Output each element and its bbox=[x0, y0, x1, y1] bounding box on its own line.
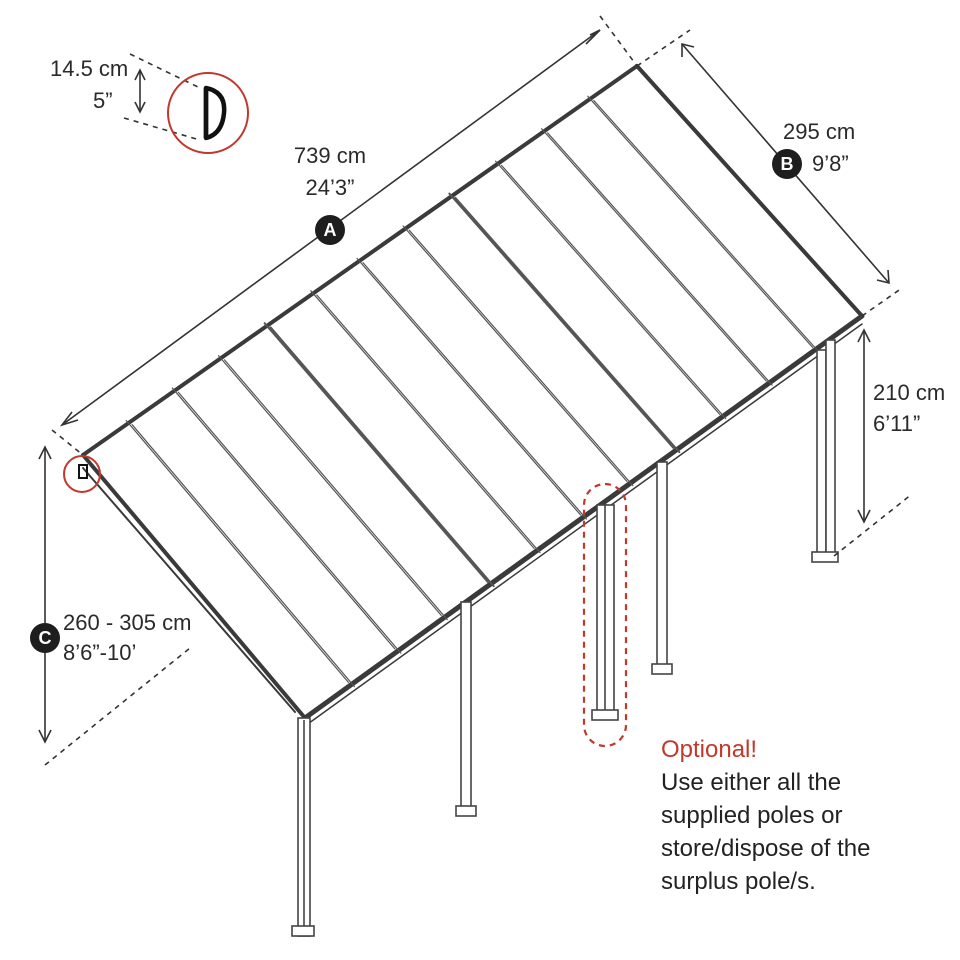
badge-c: C bbox=[30, 623, 60, 653]
roof-rafter bbox=[494, 160, 721, 415]
length-metric-label: 739 cm bbox=[293, 143, 367, 168]
roof-rafter bbox=[362, 262, 588, 520]
post-right bbox=[811, 339, 839, 563]
badge-b: B bbox=[772, 149, 802, 179]
roof-rafter bbox=[263, 322, 489, 583]
front-gutter bbox=[302, 313, 865, 721]
roof-rafter bbox=[125, 419, 350, 684]
post-front-left bbox=[291, 717, 315, 937]
wall-height-imperial-label: 8’6”-10’ bbox=[63, 640, 137, 665]
roof bbox=[81, 64, 865, 727]
roof-rafter bbox=[500, 164, 727, 420]
roof-rafter bbox=[177, 391, 402, 654]
optional-note: Optional! Use either all the supplied po… bbox=[661, 733, 870, 898]
roof-rafter bbox=[269, 326, 495, 588]
gutter-profile-detail bbox=[167, 72, 249, 154]
roof-rafter bbox=[356, 257, 582, 516]
roof-rafter bbox=[593, 99, 820, 353]
roof-rafter bbox=[541, 128, 767, 382]
wall-height-metric-label: 260 - 305 cm bbox=[63, 610, 192, 635]
roof-rafter bbox=[448, 192, 675, 449]
post-back-mid bbox=[651, 461, 673, 675]
note-line: surplus pole/s. bbox=[661, 868, 816, 895]
wall-bar bbox=[81, 64, 639, 457]
profile-metric-label: 14.5 cm bbox=[50, 56, 129, 81]
wall-bracket-highlight bbox=[63, 455, 101, 493]
note-line: store/dispose of the bbox=[661, 835, 871, 862]
roof-rafter bbox=[223, 359, 448, 621]
badge-a: A bbox=[315, 215, 345, 245]
post-optional bbox=[591, 504, 619, 721]
roof-rafter bbox=[316, 294, 541, 554]
depth-metric-label: 295 cm bbox=[783, 119, 856, 144]
roof-rafter bbox=[402, 225, 628, 482]
roof-rafter bbox=[547, 132, 773, 386]
note-line: supplied poles or bbox=[661, 802, 843, 829]
profile-imperial-label: 5” bbox=[93, 88, 113, 113]
length-imperial-label: 24’3” bbox=[305, 175, 355, 200]
roof-rafters bbox=[125, 95, 820, 688]
depth-imperial-label: 9’8” bbox=[812, 151, 849, 176]
note-title: Optional! bbox=[661, 736, 758, 763]
roof-rafter bbox=[171, 387, 396, 650]
roof-outline bbox=[81, 64, 864, 720]
front-height-metric-label: 210 cm bbox=[873, 380, 946, 405]
roof-rafter bbox=[454, 196, 681, 454]
roof-rafter bbox=[408, 229, 634, 487]
roof-rafter bbox=[217, 355, 442, 617]
optional-pole-highlight bbox=[582, 482, 628, 748]
roof-rafter bbox=[587, 95, 814, 348]
roof-rafter bbox=[131, 424, 356, 688]
post-front-mid bbox=[455, 601, 477, 817]
note-line: Use either all the bbox=[661, 769, 842, 796]
roof-rafter bbox=[310, 290, 535, 550]
front-height-imperial-label: 6’11” bbox=[873, 411, 921, 436]
posts bbox=[291, 339, 839, 937]
